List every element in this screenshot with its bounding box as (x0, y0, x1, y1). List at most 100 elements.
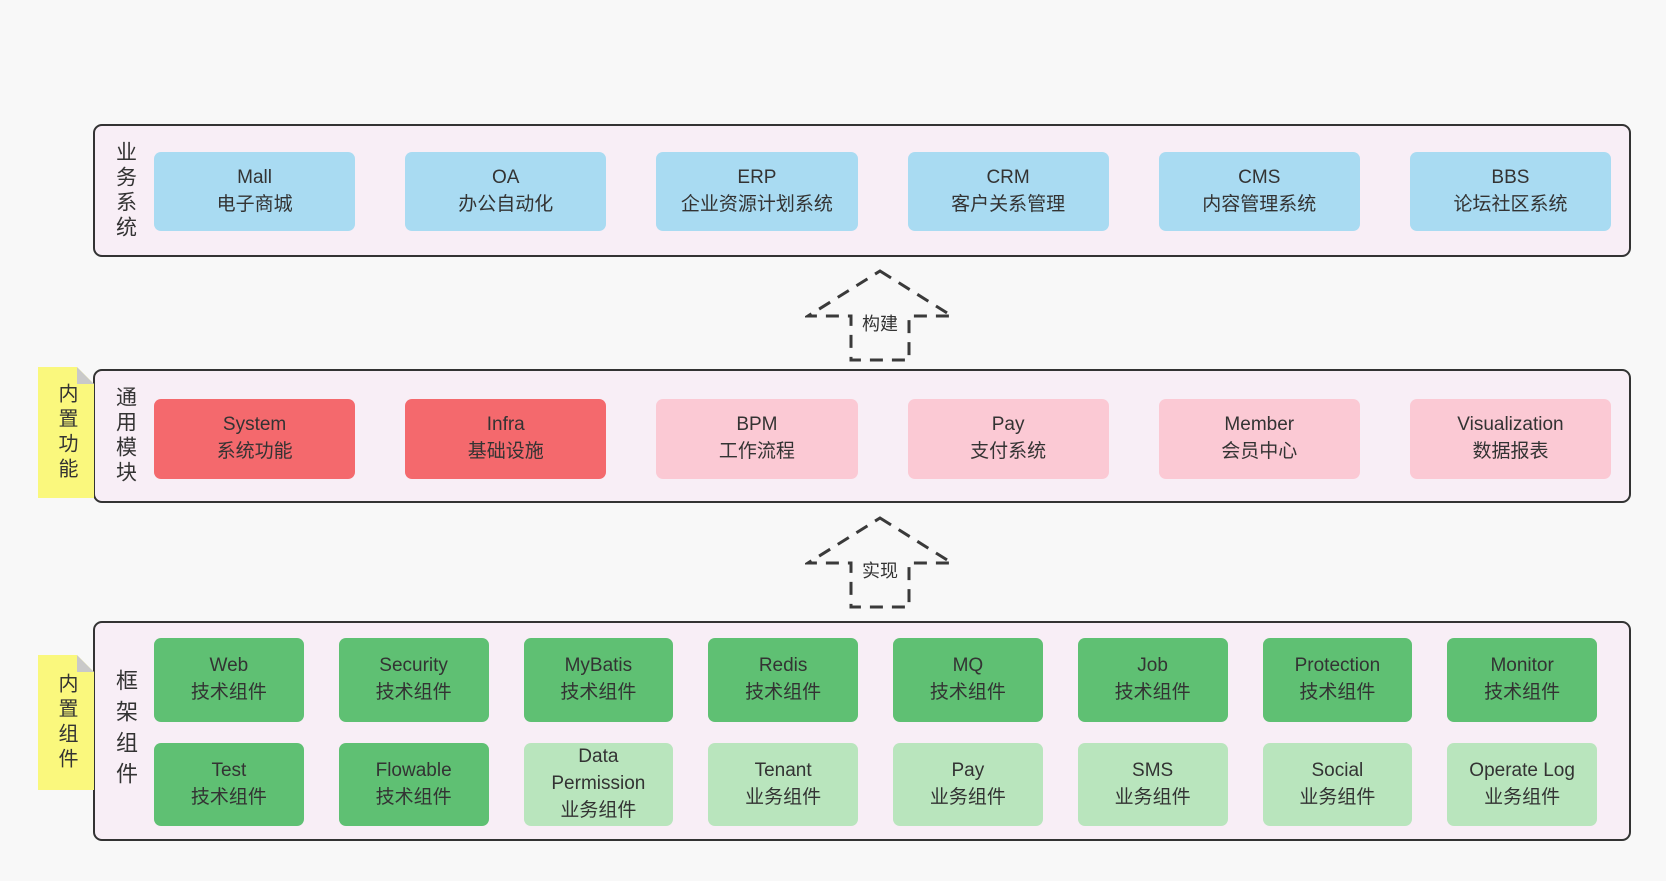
box-subtitle: 技术组件 (1299, 682, 1376, 703)
box-title: MQ (952, 655, 984, 677)
dashed-up-arrow-icon (805, 269, 955, 362)
module-box: Infra 基础设施 (405, 399, 607, 479)
box-title: Web (209, 655, 249, 677)
box-title: Visualization (1457, 414, 1564, 436)
box-title: OA (492, 166, 520, 188)
component-box: Job 技术组件 (1077, 638, 1228, 722)
component-box: SMS 业务组件 (1077, 743, 1228, 826)
layer-label-framework: 框架组件 (101, 623, 149, 839)
system-box: CMS 内容管理系统 (1158, 152, 1360, 231)
system-box: CRM 客户关系管理 (907, 152, 1109, 231)
box-title: Mall (237, 166, 272, 188)
box-subtitle: 客户关系管理 (951, 193, 1066, 215)
component-box: Protection 技术组件 (1262, 638, 1413, 722)
box-title: Test (211, 759, 247, 781)
layer-business-systems: 业务系统 Mall 电子商城 OA 办公自动化 ERP 企业资源计划系统 CRM… (93, 124, 1631, 257)
box-title: Tenant (754, 759, 812, 781)
component-box: Flowable 技术组件 (338, 743, 489, 826)
sticky-note-text: 内置组件 (55, 672, 77, 773)
system-box: OA 办公自动化 (405, 152, 607, 231)
box-subtitle: 技术组件 (375, 786, 452, 808)
module-box: Visualization 数据报表 (1409, 399, 1612, 479)
box-subtitle: 技术组件 (190, 786, 267, 808)
box-title: BBS (1491, 166, 1530, 188)
box-title: ERP (737, 166, 777, 188)
component-box: Web 技术组件 (154, 638, 304, 722)
component-box: Pay 业务组件 (893, 743, 1043, 826)
implement-arrow-label: 实现 (859, 557, 901, 583)
box-title: Pay (951, 759, 985, 781)
sticky-note-builtin-functions: 内置功能 (38, 367, 94, 498)
component-box: Monitor 技术组件 (1447, 638, 1597, 722)
box-title: System (222, 414, 287, 436)
folded-corner-icon (77, 367, 94, 384)
component-box: Social 业务组件 (1262, 743, 1413, 826)
common-box-row: System 系统功能 Infra 基础设施 BPM 工作流程 Pay 支付系统… (154, 399, 1612, 479)
box-title: Member (1224, 414, 1295, 436)
box-subtitle: 系统功能 (216, 441, 293, 462)
component-box: Tenant 业务组件 (708, 743, 858, 826)
box-subtitle: 数据报表 (1472, 441, 1549, 462)
module-box: Member 会员中心 (1158, 399, 1360, 479)
box-title: CMS (1238, 166, 1281, 188)
business-box-row: Mall 电子商城 OA 办公自动化 ERP 企业资源计划系统 CRM 客户关系… (154, 152, 1612, 231)
module-box: Pay 支付系统 (907, 399, 1109, 479)
module-box: System 系统功能 (154, 399, 356, 479)
box-subtitle: 业务组件 (1114, 786, 1191, 808)
component-box: Redis 技术组件 (708, 638, 858, 722)
box-title: Protection (1294, 655, 1381, 677)
system-box: Mall 电子商城 (154, 152, 356, 231)
box-subtitle: 内容管理系统 (1202, 193, 1317, 215)
component-box: Data Permission 业务组件 (523, 743, 674, 826)
box-title: MyBatis (564, 655, 633, 677)
layer-common-modules: 通用模块 System 系统功能 Infra 基础设施 BPM 工作流程 Pay… (93, 369, 1631, 503)
framework-box-row-1: Web 技术组件 Security 技术组件 MyBatis 技术组件 Redi… (154, 638, 1597, 722)
box-subtitle: 业务组件 (1299, 786, 1376, 808)
sticky-note-builtin-components: 内置组件 (38, 655, 94, 790)
implement-arrow: 实现 (805, 515, 955, 610)
box-title: Social (1311, 759, 1364, 781)
layer-framework-components: 框架组件 Web 技术组件 Security 技术组件 MyBatis 技术组件… (93, 621, 1631, 841)
box-subtitle: 支付系统 (970, 441, 1047, 462)
module-box: BPM 工作流程 (656, 399, 858, 479)
box-subtitle: 技术组件 (745, 682, 822, 703)
component-box: MQ 技术组件 (893, 638, 1043, 722)
dashed-up-arrow-icon (805, 516, 955, 609)
box-subtitle: 企业资源计划系统 (680, 193, 833, 215)
layer-label-business-text: 业务系统 (113, 140, 137, 241)
box-title: Job (1137, 655, 1168, 677)
box-subtitle: 办公自动化 (458, 193, 554, 215)
component-box: Operate Log 业务组件 (1447, 743, 1597, 826)
box-subtitle: 技术组件 (1484, 682, 1561, 703)
box-subtitle: 技术组件 (190, 682, 267, 703)
box-subtitle: 技术组件 (375, 682, 452, 703)
box-title: BPM (736, 414, 778, 436)
box-title: Redis (758, 655, 808, 677)
box-title: Data Permission (551, 746, 646, 795)
layer-label-common: 通用模块 (101, 371, 149, 501)
build-arrow: 构建 (805, 268, 955, 363)
box-title: Flowable (375, 759, 452, 781)
sticky-note-text: 内置功能 (55, 382, 77, 483)
build-arrow-label: 构建 (859, 310, 901, 336)
box-subtitle: 技术组件 (929, 682, 1006, 703)
box-subtitle: 电子商城 (216, 193, 293, 215)
box-subtitle: 业务组件 (929, 786, 1006, 808)
system-box: BBS 论坛社区系统 (1409, 152, 1612, 231)
layer-label-framework-text: 框架组件 (113, 669, 138, 793)
component-box: Security 技术组件 (338, 638, 489, 722)
framework-box-row-2: Test 技术组件 Flowable 技术组件 Data Permission … (154, 743, 1597, 826)
box-subtitle: 业务组件 (1484, 786, 1561, 808)
box-title: SMS (1132, 759, 1174, 781)
box-subtitle: 技术组件 (1114, 682, 1191, 703)
box-subtitle: 会员中心 (1221, 441, 1298, 462)
box-title: Infra (486, 414, 525, 436)
component-box: Test 技术组件 (154, 743, 304, 826)
system-box: ERP 企业资源计划系统 (656, 152, 858, 231)
layer-label-common-text: 通用模块 (113, 386, 137, 486)
folded-corner-icon (77, 655, 94, 672)
box-title: CRM (986, 166, 1030, 188)
box-title: Monitor (1490, 655, 1554, 677)
box-title: Security (379, 655, 448, 677)
